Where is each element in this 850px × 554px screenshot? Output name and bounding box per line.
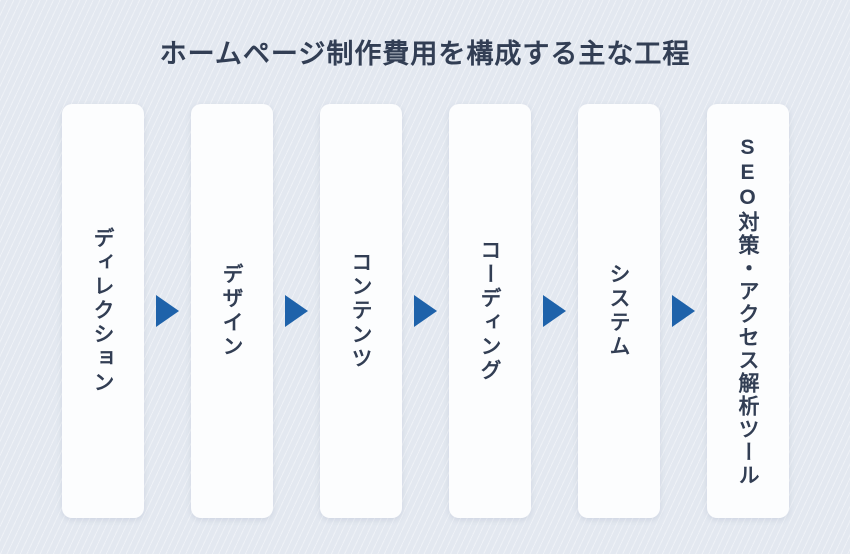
arrow-cell [531, 104, 578, 518]
process-step-seo-analytics: SEO対策・アクセス解析ツール [706, 104, 789, 518]
process-flow: ディレクション デザイン コンテンツ コーディング システム [0, 104, 850, 518]
arrow-right-icon [671, 295, 695, 327]
arrow-right-icon [155, 295, 179, 327]
arrow-right-icon [284, 295, 308, 327]
step-label: デザイン [220, 263, 244, 359]
process-step-design: デザイン [190, 104, 273, 518]
step-label: ディレクション [91, 227, 115, 395]
process-step-coding: コーディング [448, 104, 531, 518]
arrow-right-icon [413, 295, 437, 327]
process-step-direction: ディレクション [61, 104, 144, 518]
arrow-cell [660, 104, 707, 518]
step-label: SEO対策・アクセス解析ツール [736, 135, 760, 487]
process-step-system: システム [577, 104, 660, 518]
step-label: コンテンツ [349, 251, 373, 371]
step-label: コーディング [478, 239, 502, 383]
process-step-contents: コンテンツ [319, 104, 402, 518]
page-title: ホームページ制作費用を構成する主な工程 [159, 39, 691, 69]
arrow-cell [273, 104, 320, 518]
arrow-right-icon [542, 295, 566, 327]
arrow-cell [402, 104, 449, 518]
step-label: システム [607, 263, 631, 359]
arrow-cell [144, 104, 191, 518]
